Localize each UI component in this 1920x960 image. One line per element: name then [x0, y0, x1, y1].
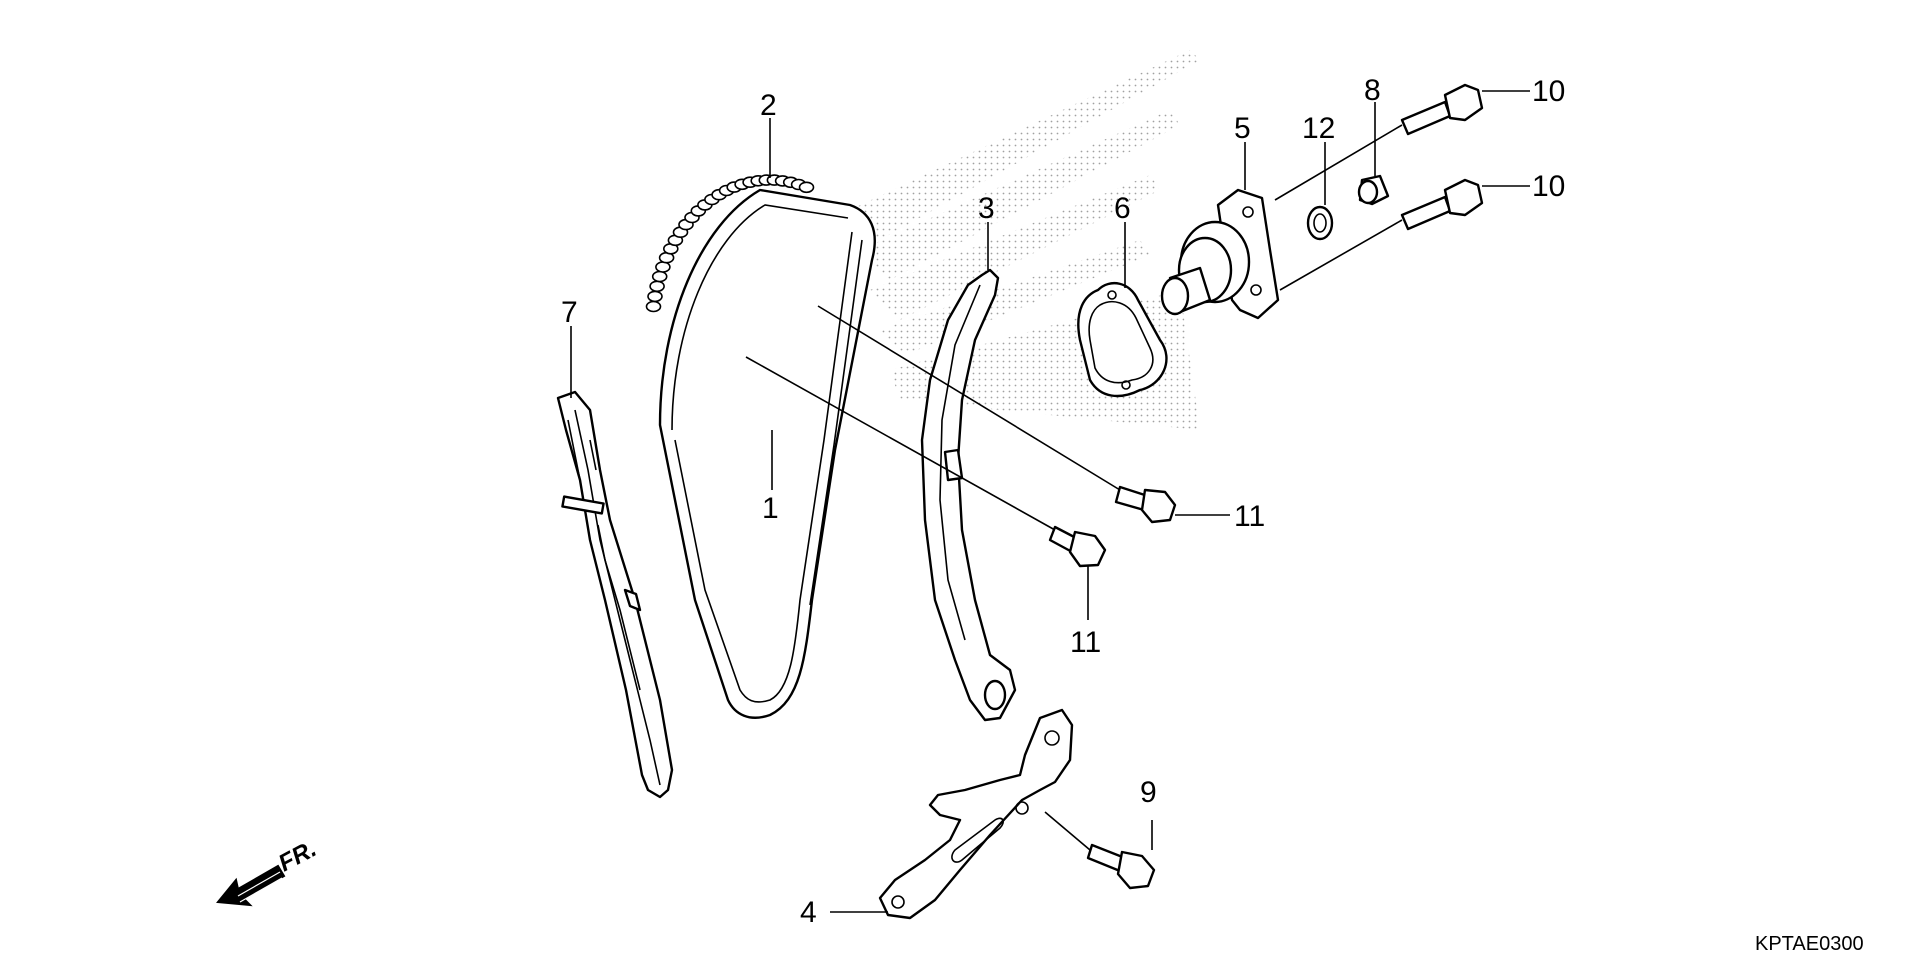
cam-chain-guide	[556, 390, 674, 799]
chain-link	[655, 261, 671, 273]
callout-3: 3	[978, 192, 995, 225]
chain-link	[798, 181, 815, 194]
callout-5: 5	[1234, 112, 1251, 145]
leader-lines	[570, 90, 1530, 913]
flange-bolt-upper	[1400, 83, 1484, 136]
sprocket-bolt-lower	[1048, 525, 1107, 568]
cam-chain	[645, 174, 876, 719]
front-direction-arrow-icon	[216, 864, 286, 907]
tensioner-lifter	[1160, 188, 1280, 320]
callout-10-lower: 10	[1532, 170, 1565, 203]
diagram-code: KPTAE0300	[1755, 933, 1864, 955]
chain-link	[649, 280, 665, 293]
sprocket-bolt-right	[1114, 485, 1177, 524]
tensioner-gasket	[1077, 281, 1168, 398]
callout-12: 12	[1302, 112, 1335, 145]
chain-link	[645, 300, 662, 313]
callout-8: 8	[1364, 74, 1381, 107]
chain-link	[651, 270, 668, 283]
callout-9: 9	[1140, 776, 1157, 809]
callout-6: 6	[1114, 192, 1131, 225]
bracket-bolt	[1086, 843, 1156, 890]
chain-link	[647, 290, 663, 303]
sealing-bolt	[1357, 174, 1390, 206]
callout-2: 2	[760, 89, 777, 122]
callout-4: 4	[800, 896, 817, 929]
sealing-washer	[1306, 205, 1334, 241]
callout-10-upper: 10	[1532, 75, 1565, 108]
tensioner-bracket	[878, 708, 1074, 920]
callout-11-lower: 11	[1070, 626, 1101, 659]
callout-1: 1	[762, 492, 779, 525]
flange-bolt-lower	[1400, 178, 1484, 231]
callout-7: 7	[561, 296, 578, 329]
callout-11-right: 11	[1234, 500, 1265, 533]
